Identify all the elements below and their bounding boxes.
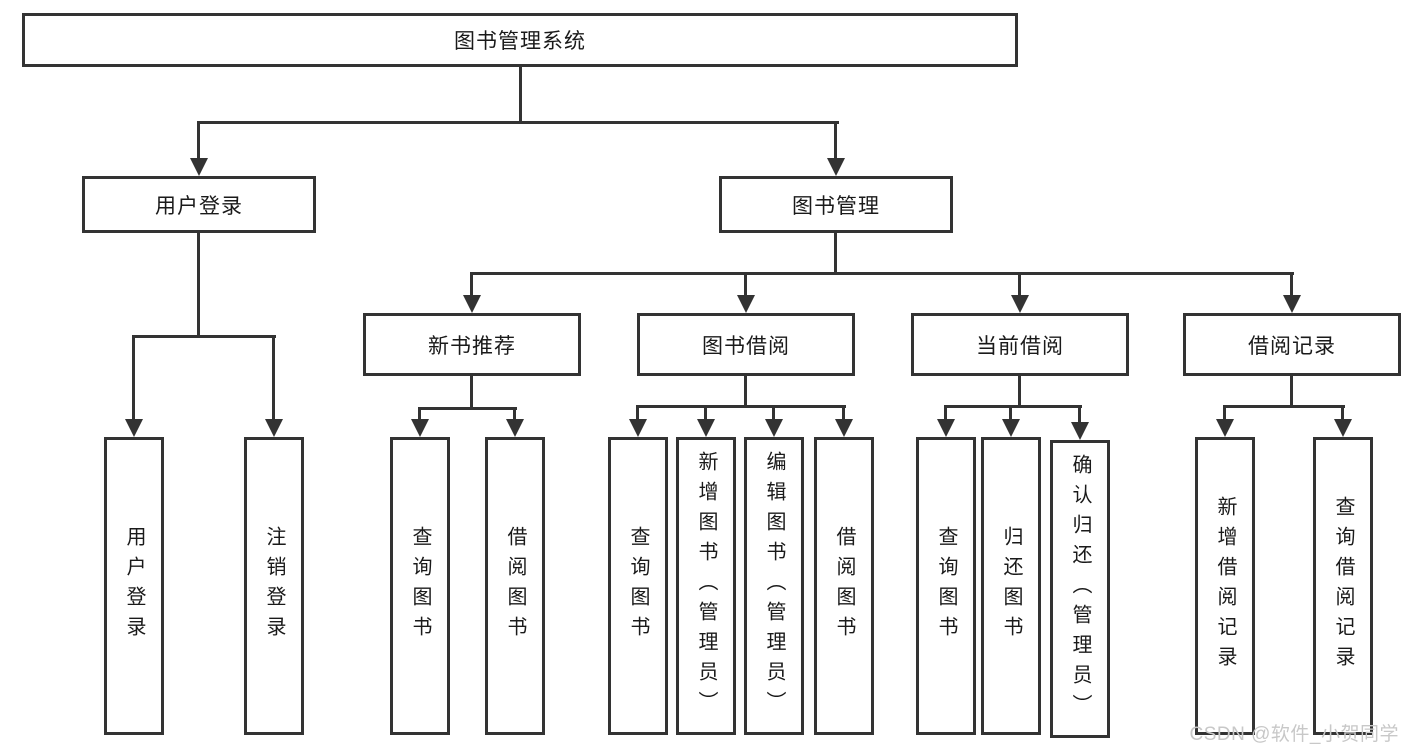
connector-line xyxy=(132,335,135,419)
csdn-watermark: CSDN @软件_小贺同学 xyxy=(1189,724,1399,745)
node-book-management: 图书管理 xyxy=(719,176,953,233)
node-label: 当前借阅 xyxy=(976,334,1064,358)
arrowhead-down-icon xyxy=(506,419,524,437)
connector-line xyxy=(834,121,837,158)
node-label: 查询图书 xyxy=(935,526,957,646)
connector-line xyxy=(470,376,473,410)
node-borrow-records: 借阅记录 xyxy=(1183,313,1401,376)
node-book-borrow: 图书借阅 xyxy=(637,313,855,376)
node-label: 图书管理 xyxy=(792,194,880,218)
leaf-logout: 注销登录 xyxy=(244,437,304,735)
node-label: 图书管理系统 xyxy=(454,30,586,53)
leaf-borrow-borrow-books: 借阅图书 xyxy=(814,437,874,735)
connector-line xyxy=(944,405,1082,408)
node-label: 新书推荐 xyxy=(428,334,516,358)
leaf-recommend-borrow-books: 借阅图书 xyxy=(485,437,545,735)
connector-line xyxy=(272,335,275,419)
connector-line xyxy=(834,233,837,275)
connector-line xyxy=(636,405,846,408)
arrowhead-down-icon xyxy=(1283,295,1301,313)
connector-line xyxy=(704,405,707,419)
arrowhead-down-icon xyxy=(463,295,481,313)
connector-line xyxy=(944,405,947,419)
leaf-current-confirm-return-admin: 确认归还（管理员） xyxy=(1050,440,1110,738)
node-library-system: 图书管理系统 xyxy=(22,13,1018,67)
connector-line xyxy=(744,272,747,295)
node-label: 归还图书 xyxy=(1000,526,1022,646)
leaf-borrow-query-books: 查询图书 xyxy=(608,437,668,735)
leaf-current-query-books: 查询图书 xyxy=(916,437,976,735)
leaf-user-login: 用户登录 xyxy=(104,437,164,735)
arrowhead-down-icon xyxy=(1334,419,1352,437)
node-label: 查询图书 xyxy=(627,526,649,646)
leaf-recommend-query-books: 查询图书 xyxy=(390,437,450,735)
node-label: 新增图书（管理员） xyxy=(695,451,717,721)
connector-line xyxy=(197,121,839,124)
node-label: 新增借阅记录 xyxy=(1214,496,1236,676)
leaf-borrow-add-books-admin: 新增图书（管理员） xyxy=(676,437,736,735)
connector-line xyxy=(1341,405,1344,419)
node-label: 查询图书 xyxy=(409,526,431,646)
arrowhead-down-icon xyxy=(265,419,283,437)
connector-line xyxy=(1223,405,1226,419)
connector-line xyxy=(470,272,473,295)
connector-line xyxy=(132,335,276,338)
node-label: 借阅图书 xyxy=(504,526,526,646)
node-label: 图书借阅 xyxy=(702,334,790,358)
node-label: 查询借阅记录 xyxy=(1332,496,1354,676)
node-new-book-recommend: 新书推荐 xyxy=(363,313,581,376)
arrowhead-down-icon xyxy=(1216,419,1234,437)
arrowhead-down-icon xyxy=(827,158,845,176)
connector-line xyxy=(470,272,1294,275)
connector-line xyxy=(1009,405,1012,419)
arrowhead-down-icon xyxy=(835,419,853,437)
arrowhead-down-icon xyxy=(125,419,143,437)
connector-line xyxy=(197,233,200,338)
arrowhead-down-icon xyxy=(697,419,715,437)
node-label: 借阅图书 xyxy=(833,526,855,646)
arrowhead-down-icon xyxy=(937,419,955,437)
connector-line xyxy=(1078,405,1081,422)
connector-line xyxy=(1290,376,1293,408)
arrowhead-down-icon xyxy=(1071,422,1089,440)
arrowhead-down-icon xyxy=(190,158,208,176)
node-label: 借阅记录 xyxy=(1248,334,1336,358)
connector-line xyxy=(197,121,200,158)
connector-line xyxy=(1223,405,1345,408)
node-label: 编辑图书（管理员） xyxy=(763,451,785,721)
node-label: 确认归还（管理员） xyxy=(1069,454,1091,724)
leaf-borrow-edit-books-admin: 编辑图书（管理员） xyxy=(744,437,804,735)
node-label: 用户登录 xyxy=(123,526,145,646)
arrowhead-down-icon xyxy=(1011,295,1029,313)
leaf-records-add-record: 新增借阅记录 xyxy=(1195,437,1255,735)
arrowhead-down-icon xyxy=(629,419,647,437)
leaf-current-return-books: 归还图书 xyxy=(981,437,1041,735)
arrowhead-down-icon xyxy=(737,295,755,313)
arrowhead-down-icon xyxy=(765,419,783,437)
arrowhead-down-icon xyxy=(1002,419,1020,437)
node-current-borrow: 当前借阅 xyxy=(911,313,1129,376)
connector-line xyxy=(636,405,639,419)
leaf-records-query-record: 查询借阅记录 xyxy=(1313,437,1373,735)
connector-line xyxy=(1018,376,1021,408)
connector-line xyxy=(842,405,845,419)
connector-line xyxy=(418,407,517,410)
connector-line xyxy=(1018,272,1021,295)
arrowhead-down-icon xyxy=(411,419,429,437)
node-label: 注销登录 xyxy=(263,526,285,646)
connector-line xyxy=(418,407,421,419)
node-label: 用户登录 xyxy=(155,194,243,218)
connector-line xyxy=(772,405,775,419)
node-user-login: 用户登录 xyxy=(82,176,316,233)
connector-line xyxy=(744,376,747,408)
connector-line xyxy=(513,407,516,419)
connector-line xyxy=(1290,272,1293,295)
connector-line xyxy=(519,67,522,123)
